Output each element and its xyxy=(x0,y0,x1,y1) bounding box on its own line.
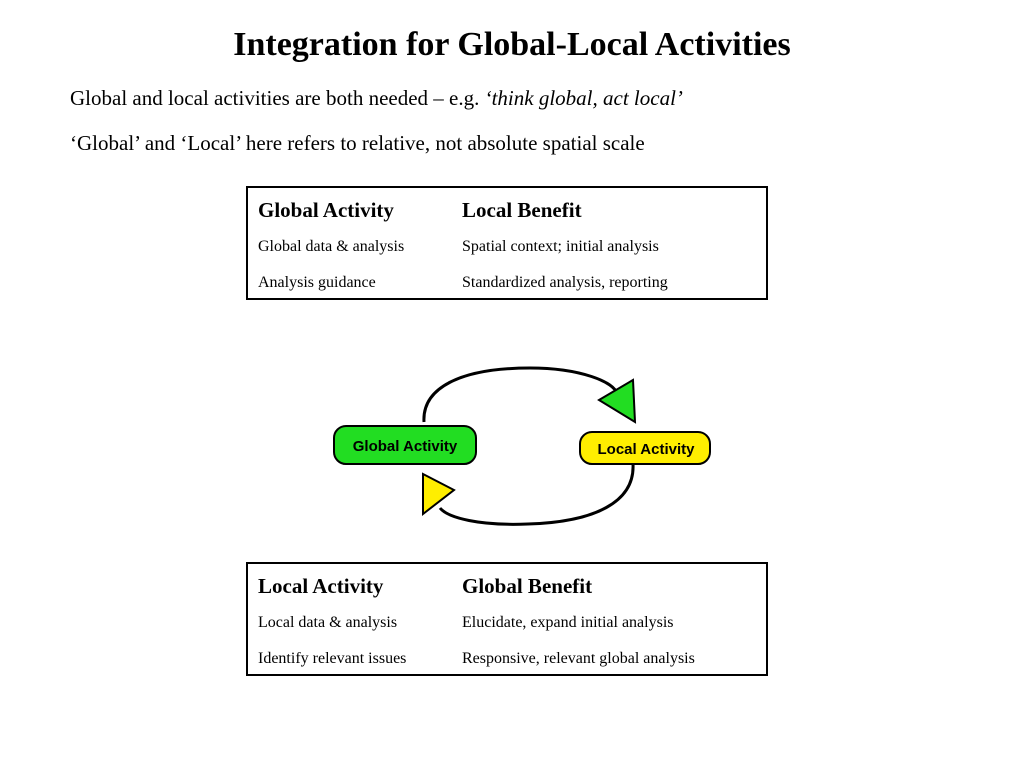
table-cell: Local data & analysis xyxy=(258,614,398,631)
local-activity-label: Local Activity xyxy=(598,441,696,458)
green-arrowhead xyxy=(597,378,637,424)
table-header-local-benefit: Local Benefit xyxy=(462,198,582,222)
table-cell: Standardized analysis, reporting xyxy=(462,274,668,291)
table-cell: Spatial context; initial analysis xyxy=(462,238,659,255)
global-local-cycle-diagram: Global Activity Local Activity xyxy=(330,360,720,530)
global-activity-table: Global Activity Local Benefit Global dat… xyxy=(246,186,768,300)
intro-line-1-italic: ‘think global, act local’ xyxy=(484,86,683,110)
table-header-local-activity: Local Activity xyxy=(258,574,384,598)
bottom-cycle-arc xyxy=(438,463,635,526)
table-cell: Global data & analysis xyxy=(258,238,405,255)
table-cell: Analysis guidance xyxy=(258,274,376,291)
table-cell: Responsive, relevant global analysis xyxy=(462,650,695,667)
local-activity-table: Local Activity Global Benefit Local data… xyxy=(246,562,768,676)
table-header-global-activity: Global Activity xyxy=(258,198,394,222)
intro-line-1: Global and local activities are both nee… xyxy=(70,86,683,111)
page-title: Integration for Global-Local Activities xyxy=(233,26,791,63)
intro-line-2: ‘Global’ and ‘Local’ here refers to rela… xyxy=(70,131,645,155)
intro-line-1-text: Global and local activities are both nee… xyxy=(70,86,485,110)
table-cell: Elucidate, expand initial analysis xyxy=(462,614,674,631)
local-activity-pill xyxy=(579,431,711,465)
global-activity-label: Global Activity xyxy=(353,438,458,455)
global-activity-pill xyxy=(333,425,477,465)
yellow-arrowhead xyxy=(422,472,456,517)
top-cycle-arc xyxy=(422,366,619,423)
table-cell: Identify relevant issues xyxy=(258,650,407,667)
table-header-global-benefit: Global Benefit xyxy=(462,574,593,598)
